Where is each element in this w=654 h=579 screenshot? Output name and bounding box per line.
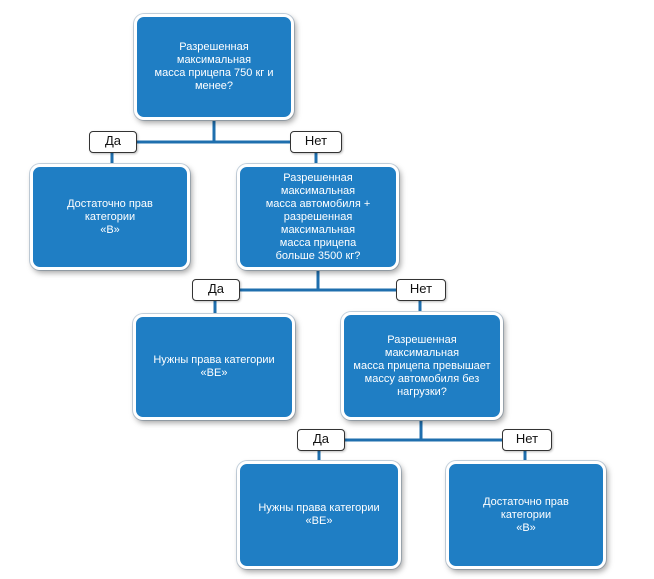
r2-line: «ВЕ»: [200, 367, 228, 379]
q1-line: Разрешенная максимальная: [176, 41, 252, 66]
result-category-b-first: Достаточно прав категории«В»: [30, 164, 190, 270]
q3-line: массу автомобиля без: [364, 372, 480, 385]
r1-line: «В»: [100, 223, 120, 236]
r2-line: Нужны права категории: [153, 354, 275, 366]
q1-line: масса прицепа 750 кг и: [154, 67, 274, 79]
q2-line: масса прицепа: [279, 236, 357, 249]
r3-line: Нужны права категории: [258, 502, 380, 514]
result-category-b-second: Достаточно прав категории«В»: [446, 461, 606, 569]
r1-line: Достаточно прав категории: [67, 197, 153, 223]
q2-line: разрешенная максимальная: [280, 210, 356, 236]
label-yes-1: Да: [89, 131, 137, 153]
q3-line: Разрешенная максимальная: [384, 333, 460, 359]
r4-line: Достаточно прав категории: [483, 495, 569, 521]
q2-line: масса автомобиля +: [265, 197, 371, 210]
q3-line: масса прицепа превышает: [353, 359, 491, 372]
result-category-be-first: Нужны права категории«ВЕ»: [133, 314, 295, 420]
r4-line: «В»: [516, 521, 536, 534]
label-no-1: Нет: [290, 131, 342, 153]
label-no-2: Нет: [396, 279, 446, 301]
label-yes-2: Да: [192, 279, 240, 301]
q2-line-tail: больше 3500 кг?: [275, 249, 361, 262]
label-yes-3: Да: [297, 429, 345, 451]
result-category-be-second: Нужны права категории«ВЕ»: [237, 461, 401, 569]
q2-line: Разрешенная максимальная: [280, 171, 356, 197]
r3-line: «ВЕ»: [305, 515, 333, 527]
label-no-3: Нет: [502, 429, 552, 451]
q1-line: менее?: [194, 80, 234, 92]
q3-line: нагрузки?: [397, 385, 447, 398]
